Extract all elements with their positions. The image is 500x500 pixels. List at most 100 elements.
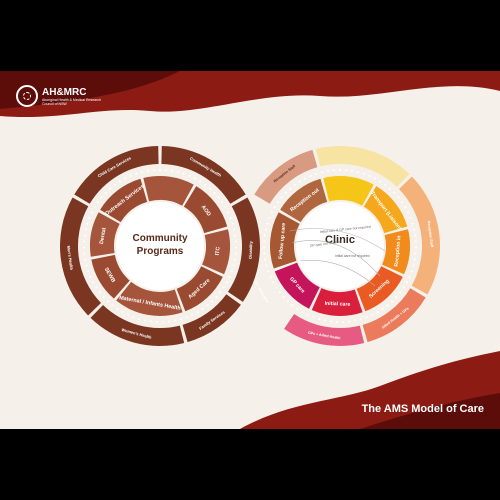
community-dots (174, 319, 177, 322)
community-dots (227, 211, 230, 214)
community-dots (211, 300, 214, 303)
flow-label-3: Initial care not required (335, 254, 370, 258)
clinic-dots (345, 169, 348, 172)
clinic-dots (368, 174, 371, 177)
community-dots (104, 191, 107, 194)
community-inner-segment (90, 212, 120, 257)
clinic-dots (263, 246, 266, 249)
community-dots (191, 313, 194, 316)
community-inner-segment (202, 229, 230, 275)
community-dots (185, 316, 188, 319)
community-dots (196, 311, 199, 314)
clinic-dots (386, 304, 389, 307)
clinic-dots (401, 201, 404, 204)
community-dots (182, 172, 185, 175)
clinic-dots (291, 304, 294, 307)
community-dots (89, 275, 92, 278)
community-dots (85, 264, 88, 267)
clinic-dots (335, 320, 338, 323)
clinic-dots (399, 291, 402, 294)
clinic-dots (339, 169, 341, 171)
clinic-inner-label: Reception in (394, 235, 403, 267)
clinic-inner-segment (363, 186, 408, 234)
clinic-dots (348, 320, 351, 323)
community-dots (176, 171, 179, 174)
clinic-dots (408, 275, 411, 278)
community-dots (234, 246, 237, 249)
community-dots (233, 258, 236, 261)
community-outer-segment (161, 146, 246, 204)
header-wave-dark (0, 71, 180, 109)
clinic-dots (365, 316, 368, 319)
community-dots (213, 191, 216, 194)
clinic-dots (266, 222, 269, 225)
clinic-outer-segment (398, 176, 440, 295)
community-dots (111, 304, 114, 307)
community-inner-segment (176, 266, 223, 312)
footer-title: The AMS Model of Care (361, 403, 484, 415)
ahmrc-logo: AH&MRC Aboriginal Health & Medical Resea… (16, 85, 102, 107)
clinic-dots (414, 240, 417, 243)
clinic-dots (329, 320, 332, 323)
community-dots (168, 320, 171, 323)
community-inner-segment (143, 176, 194, 206)
community-inner-segment (91, 254, 130, 299)
community-dots (83, 234, 86, 237)
community-dots (84, 258, 87, 261)
clinic-dots (414, 246, 417, 249)
community-dots (129, 174, 132, 177)
footer-wave-dark (360, 393, 500, 429)
clinic-inner-label: Follow up care (278, 223, 287, 260)
clinic-dots (282, 296, 285, 299)
logo-subtitle: Aboriginal Health & Medical Research Cou… (42, 97, 101, 106)
community-dots (228, 275, 231, 278)
community-dots (159, 169, 161, 171)
clinic-dots (267, 270, 270, 273)
clinic-dots (342, 320, 345, 323)
clinic-dots (289, 187, 292, 190)
community-dots (83, 240, 86, 243)
community-outer-segment (182, 294, 241, 343)
clinic-dots (411, 222, 414, 225)
clinic-dots (354, 319, 357, 322)
clinic-dots (315, 172, 318, 175)
community-dots (222, 286, 225, 289)
community-dots (215, 296, 218, 299)
community-dots (86, 222, 89, 225)
clinic-dots (293, 183, 296, 186)
community-dots (171, 169, 174, 172)
clinic-dots (312, 316, 315, 319)
clinic-dots (273, 206, 276, 209)
community-outer-segment (90, 304, 185, 346)
community-dots (124, 177, 127, 180)
clinic-dots (402, 286, 405, 289)
community-dots (132, 316, 135, 319)
clinic-dots (393, 191, 396, 194)
community-dots (102, 296, 105, 299)
clinic-dots (409, 216, 412, 219)
clinic-dots (384, 183, 387, 186)
community-dots (224, 206, 227, 209)
community-dots (87, 270, 90, 273)
clinic-flow-paths: Initial care & GP care not required GP c… (289, 225, 386, 287)
clinic-dots (414, 252, 417, 255)
clinic-dots (301, 311, 304, 314)
community-dots (165, 169, 168, 172)
community-center-label-1: Community (133, 233, 188, 244)
community-dots (98, 291, 101, 294)
clinic-dots (412, 264, 415, 267)
community-dots (95, 286, 98, 289)
community-inner-segment (183, 186, 228, 234)
clinic-inner-segment (356, 266, 403, 312)
clinic-dots (309, 174, 312, 177)
flow-label-1: Initial care & GP care not required (320, 225, 371, 234)
clinic-inner-segment (280, 178, 328, 223)
clinic-dots (332, 169, 335, 172)
clinic-dots (318, 318, 321, 321)
clinic-dots (296, 307, 299, 310)
clinic-outer-segment (315, 146, 410, 188)
community-dots (109, 187, 112, 190)
clinic-outer-segment (284, 313, 365, 346)
